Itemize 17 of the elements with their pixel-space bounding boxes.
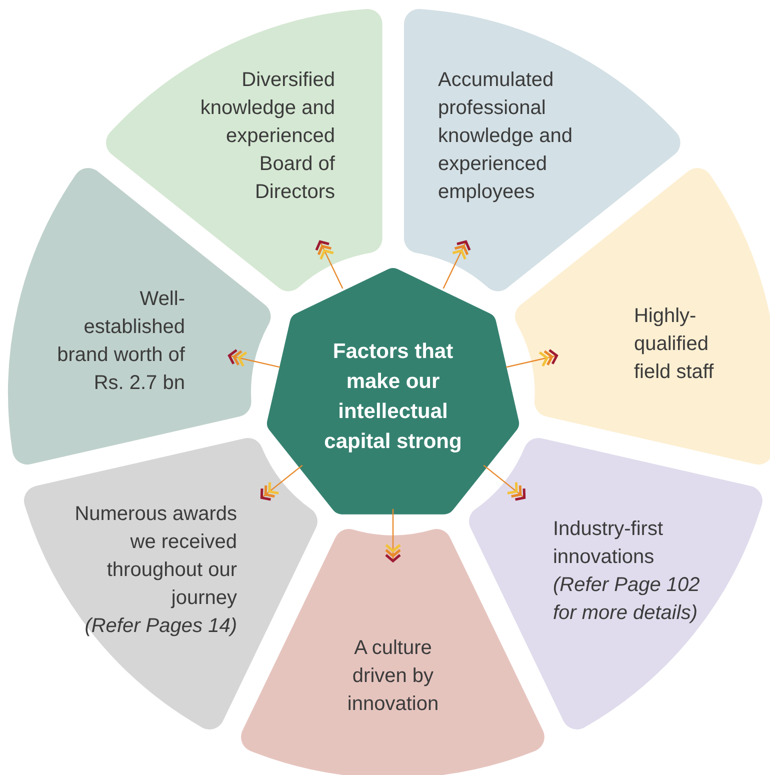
chevron-arrow	[442, 240, 471, 289]
page-reference: (Refer Page 102 for more details)	[552, 572, 701, 626]
factor-text: Highly-qualified field staff	[634, 304, 715, 385]
page-reference: (Refer Pages 14)	[84, 614, 237, 639]
factor-text: Accumulated professional knowledge and experienced employees	[438, 68, 574, 205]
chevron-arrow	[506, 348, 558, 368]
factor-text: Well-established brand worth of Rs. 2.7 bn	[56, 286, 185, 396]
chevron-arrow	[260, 464, 303, 501]
factor-text: Numerous awards we received throughout our journey	[74, 502, 237, 611]
center-heading: Factors that make our intellectual capital strong	[323, 339, 463, 455]
factor-text: Diversified knowledge and experienced Board of Directors	[199, 68, 335, 205]
chevron-arrow	[483, 464, 526, 501]
chevron-arrow	[315, 240, 344, 289]
factor-text: Industry-first innovations	[552, 516, 664, 570]
chevron-arrow	[384, 509, 402, 562]
factor-text: A culture driven by innovation	[346, 636, 440, 717]
chevron-arrow	[228, 348, 280, 368]
